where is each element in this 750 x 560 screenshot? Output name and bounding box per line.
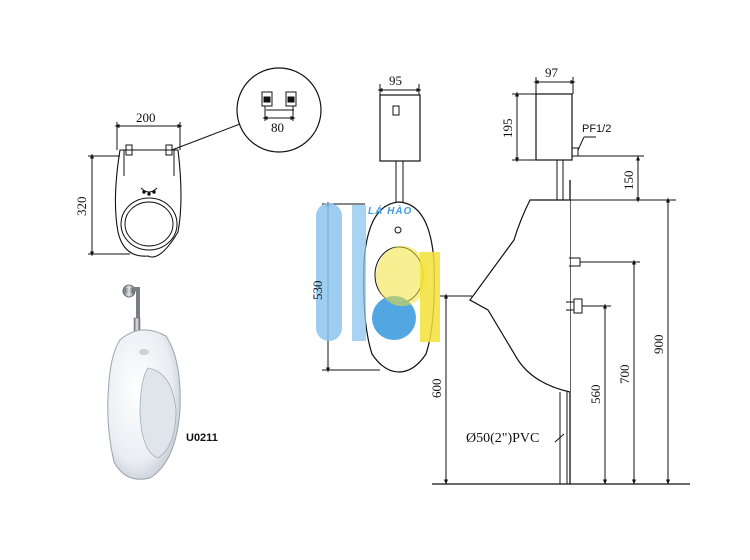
watermark-logo [316, 203, 440, 342]
dim-floor-to-rim: 700 [617, 365, 632, 385]
dim-detail-width: 80 [271, 120, 284, 135]
model-label: U0211 [186, 432, 218, 444]
dim-floor-to-spud: 560 [588, 385, 603, 405]
dim-inlet-drop: 150 [621, 171, 636, 191]
dim-top-height: 320 [74, 197, 89, 217]
product-photo [107, 284, 181, 480]
side-view [432, 77, 690, 485]
dim-floor-to-outlet: 600 [429, 379, 444, 399]
dim-inlet-thread: PF1/2 [582, 123, 611, 135]
fixing-detail [236, 67, 322, 153]
watermark-text: LÁ HÀO [368, 204, 412, 217]
dim-side-tank-width: 97 [545, 65, 559, 80]
dim-floor-to-top: 900 [651, 335, 666, 355]
dim-side-tank-height: 195 [500, 119, 515, 139]
top-view [88, 122, 241, 258]
dim-front-height: 530 [310, 281, 325, 301]
drain-pipe-label: Ø50(2")PVC [466, 431, 539, 446]
dim-front-tank-width: 95 [389, 73, 402, 88]
dim-top-width: 200 [136, 110, 156, 125]
